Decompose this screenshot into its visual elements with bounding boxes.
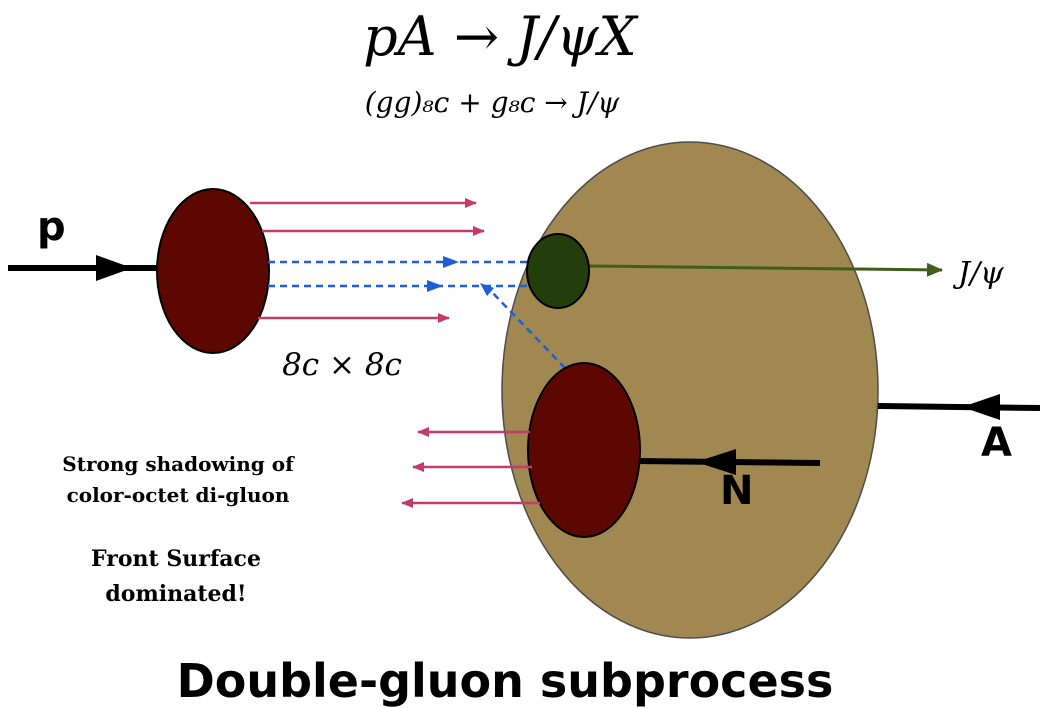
jpsi-label: J/ψ <box>952 256 1004 291</box>
gluon-arrowhead <box>443 256 459 268</box>
reaction-title: pA → J/ψX <box>363 5 639 68</box>
note-shadowing-line1: Strong shadowing of <box>62 452 295 476</box>
nucleus-label: A <box>981 420 1012 466</box>
jpsi-production-blob <box>526 233 590 309</box>
gluon-arrowhead <box>427 280 443 292</box>
nucleus-beam-line <box>877 403 1041 411</box>
note-shadowing-line2: color-octet di-gluon <box>67 483 290 507</box>
gluon-dashed-line <box>487 287 566 369</box>
nucleus-beam-arrowhead <box>962 394 1000 420</box>
nucleon-label: N <box>720 468 753 514</box>
bottom-title: Double-gluon subprocess <box>177 654 834 708</box>
proton-beam-arrowhead <box>96 255 132 281</box>
nucleon-beam-arrowhead <box>696 449 736 475</box>
nucleon-blob <box>527 362 641 538</box>
gluon-arrowhead <box>480 283 494 296</box>
note-front-surface-line1: Front Surface <box>91 546 261 572</box>
subprocess-equation: (gg)₈ᴄ + g₈ᴄ → J/ψ <box>365 86 621 119</box>
jpsi-outgoing-line <box>587 262 943 277</box>
proton-label: p <box>37 204 66 250</box>
proton-blob <box>156 188 270 354</box>
color-octet-label: 8ᴄ × 8ᴄ <box>282 347 402 383</box>
note-front-surface-line2: dominated! <box>105 581 246 607</box>
